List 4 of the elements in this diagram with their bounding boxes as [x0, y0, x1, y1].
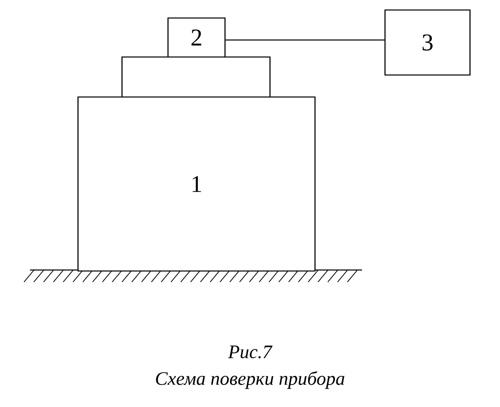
numbered-box: 2 — [167, 17, 226, 58]
figure-number: Рис.7 — [228, 346, 273, 358]
caption: Схема поверки прибора — [156, 371, 344, 389]
numbered-box: 3 — [384, 9, 471, 76]
